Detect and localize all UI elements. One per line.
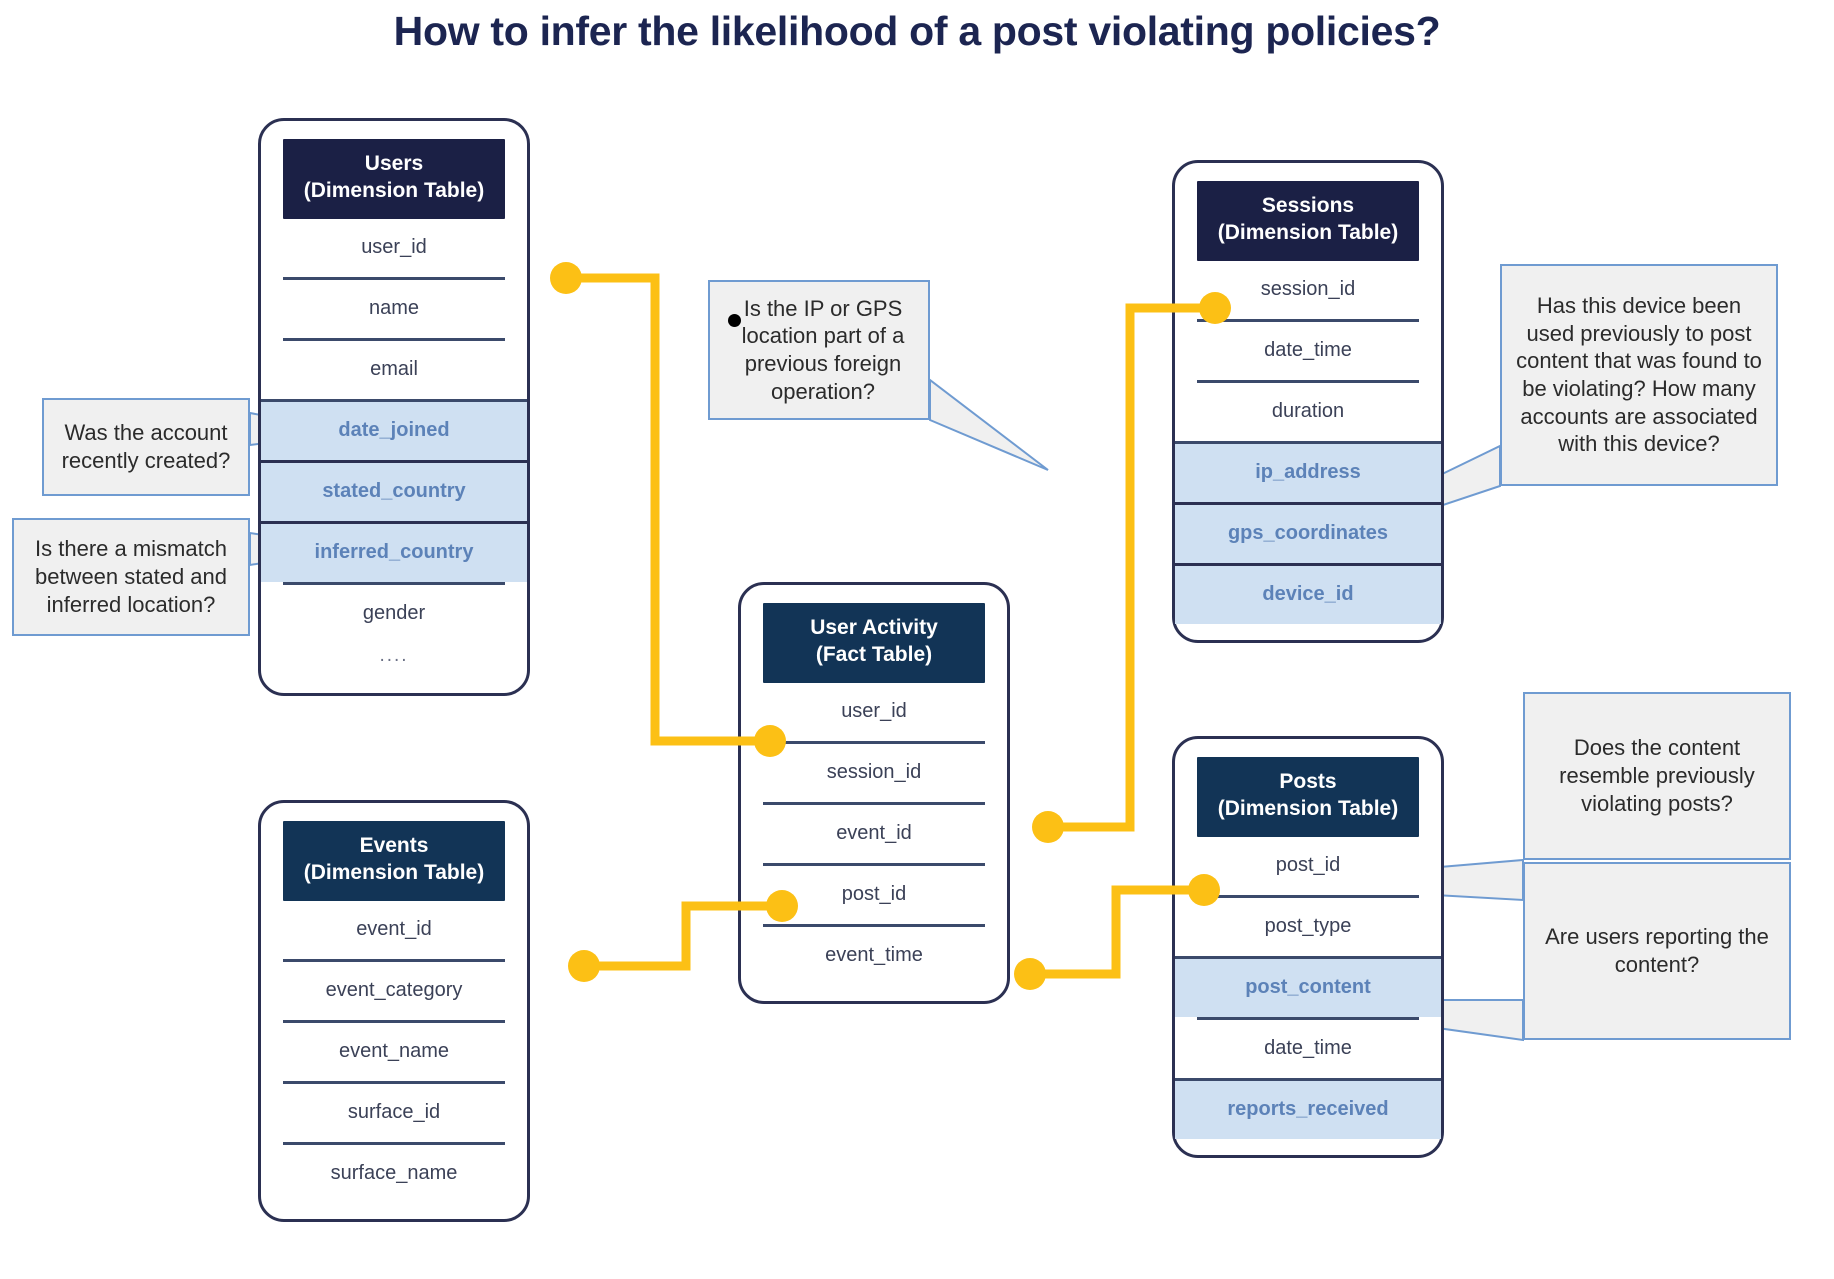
field-events-surface_id[interactable]: surface_id [283, 1080, 505, 1142]
table-header-posts: Posts (Dimension Table) [1197, 757, 1419, 837]
callout-account-recent[interactable]: Was the account recently created? [42, 398, 250, 496]
callout-device-history[interactable]: Has this device been used previously to … [1500, 264, 1778, 486]
table-title-events: Events [359, 834, 429, 857]
table-card-events[interactable]: Events (Dimension Table) event_id event_… [258, 800, 530, 1222]
table-card-users[interactable]: Users (Dimension Table) user_id name ema… [258, 118, 530, 696]
link-node-activity-post_id [1014, 958, 1046, 990]
callout-user-reports[interactable]: Are users reporting the content? [1523, 862, 1791, 1040]
table-subtitle-posts: (Dimension Table) [1217, 796, 1399, 820]
field-events-event_name[interactable]: event_name [283, 1019, 505, 1081]
link-node-activity-session_id [1032, 811, 1064, 843]
table-title-users: Users [364, 152, 424, 175]
callout-content-resemble-text: Does the content resemble previously vio… [1559, 735, 1755, 816]
table-subtitle-sessions: (Dimension Table) [1217, 220, 1399, 244]
table-subtitle-users: (Dimension Table) [303, 178, 485, 202]
table-header-users: Users (Dimension Table) [283, 139, 505, 219]
table-card-sessions[interactable]: Sessions (Dimension Table) session_id da… [1172, 160, 1444, 643]
field-events-event_category[interactable]: event_category [283, 958, 505, 1020]
table-card-user-activity[interactable]: User Activity (Fact Table) user_id sessi… [738, 582, 1010, 1004]
field-user-activity-session_id[interactable]: session_id [763, 740, 985, 802]
callout-ip-gps-foreign-text: Is the IP or GPS location part of a prev… [741, 295, 905, 404]
page-title: How to infer the likelihood of a post vi… [393, 8, 1441, 54]
callout-ip-gps-foreign[interactable]: Is the IP or GPS location part of a prev… [708, 280, 930, 420]
callout-user-reports-text: Are users reporting the content? [1545, 924, 1769, 977]
field-sessions-date_time[interactable]: date_time [1197, 318, 1419, 380]
field-users-stated_country[interactable]: stated_country [261, 459, 527, 521]
table-title-posts: Posts [1279, 770, 1337, 793]
callout-location-mismatch[interactable]: Is there a mismatch between stated and i… [12, 518, 250, 636]
field-user-activity-user_id[interactable]: user_id [841, 699, 907, 722]
field-sessions-session_id[interactable]: session_id [1260, 277, 1356, 300]
table-header-user-activity: User Activity (Fact Table) [763, 603, 985, 683]
field-user-activity-event_time[interactable]: event_time [763, 923, 985, 985]
field-list-posts: post_id post_type post_content date_time… [1175, 837, 1441, 1139]
field-events-surface_name[interactable]: surface_name [283, 1141, 505, 1203]
field-users-gender[interactable]: gender [283, 581, 505, 643]
table-header-sessions: Sessions (Dimension Table) [1197, 181, 1419, 261]
field-list-events: event_id event_category event_name surfa… [283, 901, 505, 1203]
field-users-user_id[interactable]: user_id [361, 235, 427, 258]
field-list-sessions: session_id date_time duration ip_address… [1175, 261, 1441, 624]
table-card-posts[interactable]: Posts (Dimension Table) post_id post_typ… [1172, 736, 1444, 1158]
field-posts-post_type[interactable]: post_type [1197, 894, 1419, 956]
field-users-email[interactable]: email [283, 337, 505, 399]
field-users-name[interactable]: name [283, 276, 505, 338]
callout-device-history-text: Has this device been used previously to … [1516, 292, 1762, 457]
callout-location-mismatch-text: Is there a mismatch between stated and i… [34, 536, 228, 617]
field-posts-date_time[interactable]: date_time [1197, 1016, 1419, 1078]
field-events-event_id[interactable]: event_id [356, 917, 432, 940]
field-users-more: .... [379, 644, 409, 666]
link-node-events-event_id [568, 950, 600, 982]
table-title-sessions: Sessions [1261, 194, 1355, 217]
field-sessions-duration[interactable]: duration [1197, 379, 1419, 441]
field-list-users: user_id name email date_joined stated_co… [261, 219, 527, 677]
table-subtitle-events: (Dimension Table) [303, 860, 485, 884]
callout-account-recent-text: Was the account recently created? [61, 420, 231, 473]
field-posts-post_id[interactable]: post_id [1275, 853, 1341, 876]
table-header-events: Events (Dimension Table) [283, 821, 505, 901]
field-user-activity-event_id[interactable]: event_id [763, 801, 985, 863]
callout-content-resemble[interactable]: Does the content resemble previously vio… [1523, 692, 1791, 860]
field-posts-post_content[interactable]: post_content [1175, 955, 1441, 1017]
field-sessions-ip_address[interactable]: ip_address [1175, 440, 1441, 502]
field-sessions-device_id[interactable]: device_id [1175, 562, 1441, 624]
field-users-date_joined[interactable]: date_joined [261, 398, 527, 460]
field-list-user-activity: user_id session_id event_id post_id even… [763, 683, 985, 985]
field-sessions-gps_coordinates[interactable]: gps_coordinates [1175, 501, 1441, 563]
callout-ip-gps-bullet-dot [728, 314, 741, 327]
field-user-activity-post_id[interactable]: post_id [763, 862, 985, 924]
table-subtitle-user-activity: (Fact Table) [815, 642, 933, 666]
table-title-user-activity: User Activity [810, 616, 938, 639]
link-node-users-user_id [550, 262, 582, 294]
field-posts-reports_received[interactable]: reports_received [1175, 1077, 1441, 1139]
field-users-inferred_country[interactable]: inferred_country [261, 520, 527, 582]
